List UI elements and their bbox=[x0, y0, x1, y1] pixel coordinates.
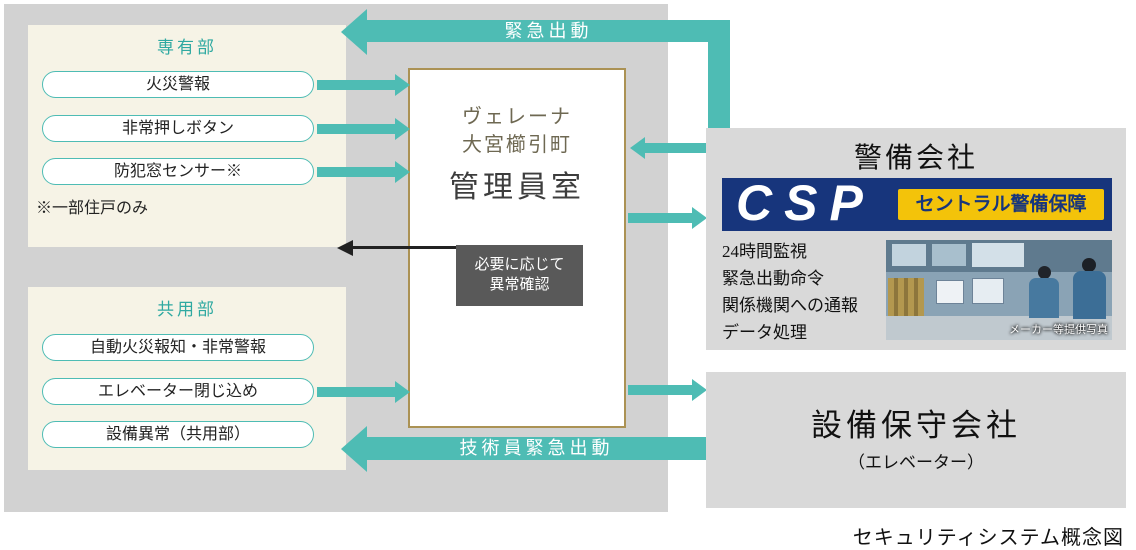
building-name-line2: 大宮櫛引町 bbox=[462, 134, 572, 156]
service-item: データ処理 bbox=[722, 323, 807, 342]
control-room-photo: メーカー等提供写真 bbox=[886, 240, 1112, 340]
fire-alarm-signal-arrow bbox=[317, 80, 395, 90]
common-area-signal-arrow bbox=[317, 387, 395, 397]
security-to-room-arrowhead-icon bbox=[630, 137, 645, 159]
technician-dispatch-label: 技術員緊急出動 bbox=[459, 438, 614, 458]
private-area-box: 専有部 火災警報 非常押しボタン 防犯窓センサー※ ※一部住戸のみ bbox=[28, 25, 346, 247]
maintenance-company-box: 設備保守会社 （エレベーター） bbox=[706, 372, 1126, 508]
manager-room-title: 管理員室 bbox=[449, 171, 585, 204]
emergency-button-signal-arrowhead-icon bbox=[395, 118, 410, 140]
abnormality-check-note: 必要に応じて 異常確認 bbox=[456, 245, 583, 306]
room-to-maintenance-arrowhead-icon bbox=[692, 379, 707, 401]
common-area-title: 共用部 bbox=[157, 300, 217, 319]
security-company-box: 警備会社 CSP セントラル警備保障 24時間監視 緊急出動命令 関係機関への通… bbox=[706, 128, 1126, 350]
room-to-security-arrow bbox=[628, 213, 692, 223]
window-sensor-signal-arrowhead-icon bbox=[395, 161, 410, 183]
csp-logo-text: CSP bbox=[736, 175, 875, 231]
emergency-dispatch-arrow-vertical bbox=[708, 42, 730, 130]
photo-desk bbox=[886, 316, 1112, 340]
emergency-dispatch-arrowhead-icon bbox=[341, 9, 367, 55]
diagram-caption: セキュリティシステム概念図 bbox=[852, 527, 1124, 549]
photo-monitor bbox=[936, 280, 964, 304]
private-area-title: 専有部 bbox=[157, 38, 217, 57]
csp-logo-band: セントラル警備保障 bbox=[898, 189, 1104, 220]
technician-dispatch-arrowhead-icon bbox=[341, 426, 367, 472]
technician-dispatch-arrow: 技術員緊急出動 bbox=[367, 437, 706, 460]
service-item: 24時間監視 bbox=[722, 242, 807, 261]
service-item: 緊急出動命令 bbox=[722, 269, 824, 288]
building-name-line1: ヴェレーナ bbox=[462, 106, 572, 128]
security-to-room-arrow bbox=[645, 143, 706, 153]
service-item: 関係機関への通報 bbox=[722, 296, 858, 315]
photo-operator-body bbox=[1029, 278, 1059, 318]
fire-alarm-signal-arrowhead-icon bbox=[395, 74, 410, 96]
photo-binder-rack bbox=[888, 278, 924, 322]
abnormality-check-line1: 必要に応じて bbox=[474, 257, 565, 273]
elevator-entrapment-pill: エレベーター閉じ込め bbox=[42, 378, 314, 405]
window-sensor-signal-arrow bbox=[317, 167, 395, 177]
emergency-dispatch-arrow: 緊急出動 bbox=[367, 20, 730, 42]
confirmation-arrow-shaft bbox=[352, 246, 456, 249]
photo-monitor bbox=[972, 278, 1004, 304]
photo-operator-head bbox=[1038, 266, 1051, 279]
fire-alarm-pill: 火災警報 bbox=[42, 71, 314, 98]
csp-logo: CSP セントラル警備保障 bbox=[722, 175, 1112, 231]
common-area-signal-arrowhead-icon bbox=[395, 381, 410, 403]
manager-room-box: ヴェレーナ 大宮櫛引町 管理員室 必要に応じて 異常確認 bbox=[408, 68, 626, 428]
emergency-dispatch-label: 緊急出動 bbox=[504, 21, 593, 41]
photo-operator-head bbox=[1082, 258, 1096, 272]
emergency-button-pill: 非常押しボタン bbox=[42, 115, 314, 142]
equipment-fault-pill: 設備異常（共用部） bbox=[42, 421, 314, 448]
private-area-note: ※一部住戸のみ bbox=[36, 200, 149, 217]
maintenance-company-subtitle: （エレベーター） bbox=[848, 453, 984, 472]
auto-fire-alarm-pill: 自動火災報知・非常警報 bbox=[42, 334, 314, 361]
security-company-title: 警備会社 bbox=[853, 143, 978, 174]
room-to-security-arrowhead-icon bbox=[692, 207, 707, 229]
confirmation-arrowhead-icon bbox=[337, 240, 353, 256]
security-services-list: 24時間監視 緊急出動命令 関係機関への通報 データ処理 bbox=[722, 238, 858, 346]
photo-wall-screen bbox=[892, 244, 926, 266]
photo-operator-body bbox=[1073, 271, 1106, 319]
common-area-box: 共用部 自動火災報知・非常警報 エレベーター閉じ込め 設備異常（共用部） bbox=[28, 287, 346, 470]
emergency-button-signal-arrow bbox=[317, 124, 395, 134]
photo-caption: メーカー等提供写真 bbox=[1009, 324, 1108, 336]
maintenance-company-title: 設備保守会社 bbox=[811, 408, 1021, 443]
photo-wall-screen bbox=[972, 243, 1024, 267]
window-sensor-pill: 防犯窓センサー※ bbox=[42, 158, 314, 185]
photo-wall-screen bbox=[932, 244, 966, 266]
abnormality-check-line2: 異常確認 bbox=[489, 277, 550, 293]
room-to-maintenance-arrow bbox=[628, 385, 692, 395]
